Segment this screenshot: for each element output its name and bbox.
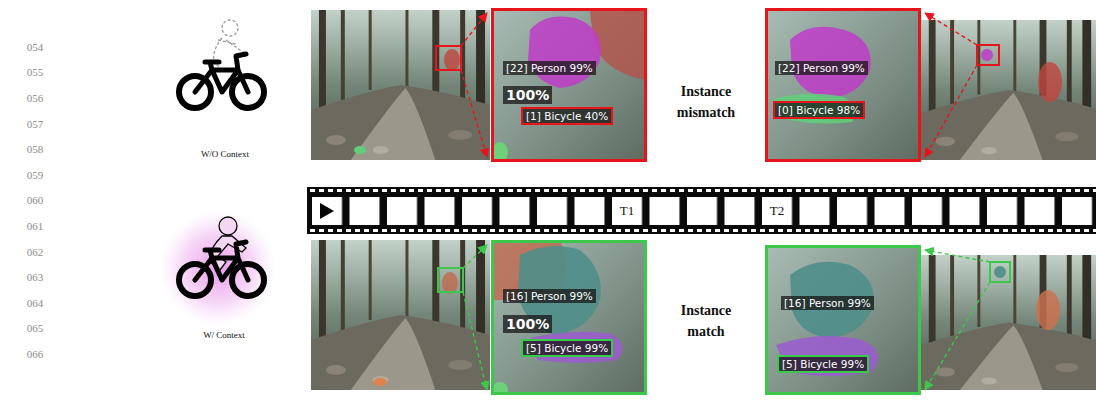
line-number: 066 xyxy=(27,346,44,363)
detection-label: [1] Bicycle 40% xyxy=(526,110,608,122)
line-number: 064 xyxy=(27,295,44,312)
detection-tag: [1] Bicycle 40% xyxy=(521,107,613,125)
text-holder: Instance mismatch xyxy=(661,81,751,123)
detection-label: [22] Person 99% xyxy=(775,61,868,75)
text-holder: 056 xyxy=(27,90,44,107)
text-holder: W/O Context xyxy=(201,148,249,162)
text-holder: [16] Person 99% xyxy=(781,296,874,310)
text-holder: W/ Context xyxy=(203,329,245,343)
line-number: 065 xyxy=(27,320,44,337)
text-holder: Instance match xyxy=(661,300,751,342)
detection-label: [5] Bicycle 99% xyxy=(526,342,608,354)
play-symbol xyxy=(320,203,334,219)
video-frame xyxy=(311,10,490,160)
zoom-inset-picture xyxy=(491,240,647,395)
film-strip xyxy=(307,187,1096,234)
comparison-note: Instance mismatch xyxy=(661,81,751,123)
text-holder: 057 xyxy=(27,116,44,133)
detection-label: 100% xyxy=(503,86,552,104)
text-holder: T1 xyxy=(620,203,634,219)
text-holder: 064 xyxy=(27,295,44,312)
line-number: 058 xyxy=(27,141,44,158)
text-holder: 065 xyxy=(27,320,44,337)
text-holder: 054 xyxy=(27,39,44,56)
zoom-inset-picture xyxy=(491,8,647,162)
line-number: 054 xyxy=(27,39,44,56)
icon-caption: W/O Context xyxy=(201,148,249,162)
detection-label: [0] Bicycle 98% xyxy=(778,104,860,116)
text-holder: 058 xyxy=(27,141,44,158)
text-holder: 055 xyxy=(27,64,44,81)
line-number: 055 xyxy=(27,64,44,81)
detection-tag: [0] Bicycle 98% xyxy=(773,101,865,119)
text-holder: 066 xyxy=(27,346,44,363)
line-number: 060 xyxy=(27,192,44,209)
frame-time-label: T2 xyxy=(770,203,784,219)
zoom-inset: [22] Person 99% 100% [1] Bicycle 40% xyxy=(491,8,647,162)
detection-label: [22] Person 99% xyxy=(503,61,596,75)
text-holder: 062 xyxy=(27,244,44,261)
zoom-inset-picture xyxy=(765,245,921,395)
video-frame xyxy=(921,20,1096,160)
video-frame xyxy=(311,240,490,390)
detection-tag: [5] Bicycle 99% xyxy=(521,339,613,357)
text-holder: 100% xyxy=(503,315,552,333)
bicycle-icon xyxy=(179,20,264,108)
line-number: 061 xyxy=(27,218,44,235)
line-number: 057 xyxy=(27,116,44,133)
film-strip-band: T1 T2 xyxy=(307,187,1096,234)
video-frame xyxy=(921,255,1096,390)
line-number: 059 xyxy=(27,167,44,184)
detection-label: 100% xyxy=(503,315,552,333)
detection-label: [16] Person 99% xyxy=(503,289,596,303)
text-holder: 100% xyxy=(503,86,552,104)
line-number: 062 xyxy=(27,244,44,261)
line-number: 063 xyxy=(27,269,44,286)
icon-caption: W/ Context xyxy=(203,329,245,343)
text-holder: 061 xyxy=(27,218,44,235)
bicycle-context-icon xyxy=(160,210,276,326)
comparison-note: Instance match xyxy=(661,300,751,342)
text-holder: [22] Person 99% xyxy=(775,61,868,75)
line-number: 056 xyxy=(27,90,44,107)
text-holder: 060 xyxy=(27,192,44,209)
text-holder: 063 xyxy=(27,269,44,286)
text-holder: 059 xyxy=(27,167,44,184)
zoom-inset-picture xyxy=(765,8,921,162)
text-holder: [16] Person 99% xyxy=(503,289,596,303)
frame-time-label: T1 xyxy=(620,203,634,219)
zoom-inset: [22] Person 99% [0] Bicycle 98% xyxy=(765,8,921,162)
detection-label: [16] Person 99% xyxy=(781,296,874,310)
zoom-inset: [16] Person 99% [5] Bicycle 99% xyxy=(765,245,921,395)
detection-label: [5] Bicycle 99% xyxy=(782,358,864,370)
detection-tag: [5] Bicycle 99% xyxy=(777,355,869,373)
text-holder: [22] Person 99% xyxy=(503,61,596,75)
text-holder: T2 xyxy=(770,203,784,219)
zoom-inset: [16] Person 99% 100% [5] Bicycle 99% xyxy=(491,240,647,395)
